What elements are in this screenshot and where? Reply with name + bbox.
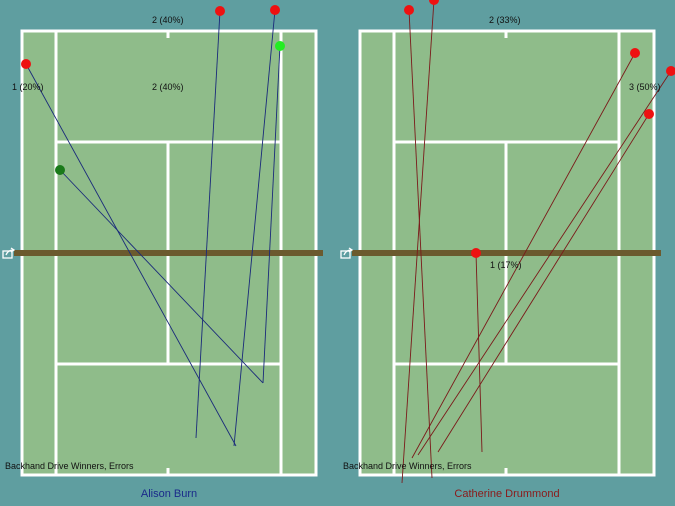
court-left-svg [14, 5, 323, 477]
share-icon[interactable] [2, 247, 16, 259]
court-caption: Backhand Drive Winners, Errors [5, 461, 134, 471]
shot-line [195, 10, 221, 439]
winner-dot[interactable] [275, 41, 285, 51]
stat-top-label: 2 (33%) [489, 15, 521, 25]
player-name: Catherine Drummond [454, 488, 560, 500]
stat-right-label: 3 (50%) [629, 82, 661, 92]
winner-dot[interactable] [55, 165, 65, 175]
error-dot[interactable] [21, 59, 31, 69]
error-dot[interactable] [644, 109, 654, 119]
player-name: Alison Burn [140, 488, 198, 500]
court-right-svg [352, 0, 675, 484]
error-dot[interactable] [429, 0, 439, 5]
stat-mid-label: 1 (17%) [490, 260, 522, 270]
shot-line [417, 70, 672, 456]
shot-line [59, 169, 264, 384]
shot-line [25, 63, 237, 447]
shot-lines [401, 0, 672, 484]
error-dot[interactable] [630, 48, 640, 58]
court-right: 2 (33%) 3 (50%) 1 (17%) Backhand Drive W… [338, 0, 675, 506]
stat-mid-label: 2 (40%) [152, 82, 184, 92]
shot-line [262, 45, 281, 384]
error-dot[interactable] [666, 66, 675, 76]
shot-line [233, 9, 276, 447]
shot-line [437, 113, 650, 453]
error-dot[interactable] [215, 6, 225, 16]
shot-line [401, 0, 435, 484]
error-dot[interactable] [471, 248, 481, 258]
net [352, 250, 661, 256]
shot-line [411, 52, 636, 459]
court-caption: Backhand Drive Winners, Errors [343, 461, 472, 471]
shot-line [475, 252, 483, 453]
shot-line [408, 9, 433, 479]
shot-lines [25, 9, 281, 447]
error-dot[interactable] [270, 5, 280, 15]
net [14, 250, 323, 256]
stat-left-label: 1 (20%) [12, 82, 44, 92]
share-icon[interactable] [340, 247, 354, 259]
stat-top-label: 2 (40%) [152, 15, 184, 25]
court-left: 2 (40%) 1 (20%) 2 (40%) Backhand Drive W… [0, 0, 337, 506]
error-dot[interactable] [404, 5, 414, 15]
